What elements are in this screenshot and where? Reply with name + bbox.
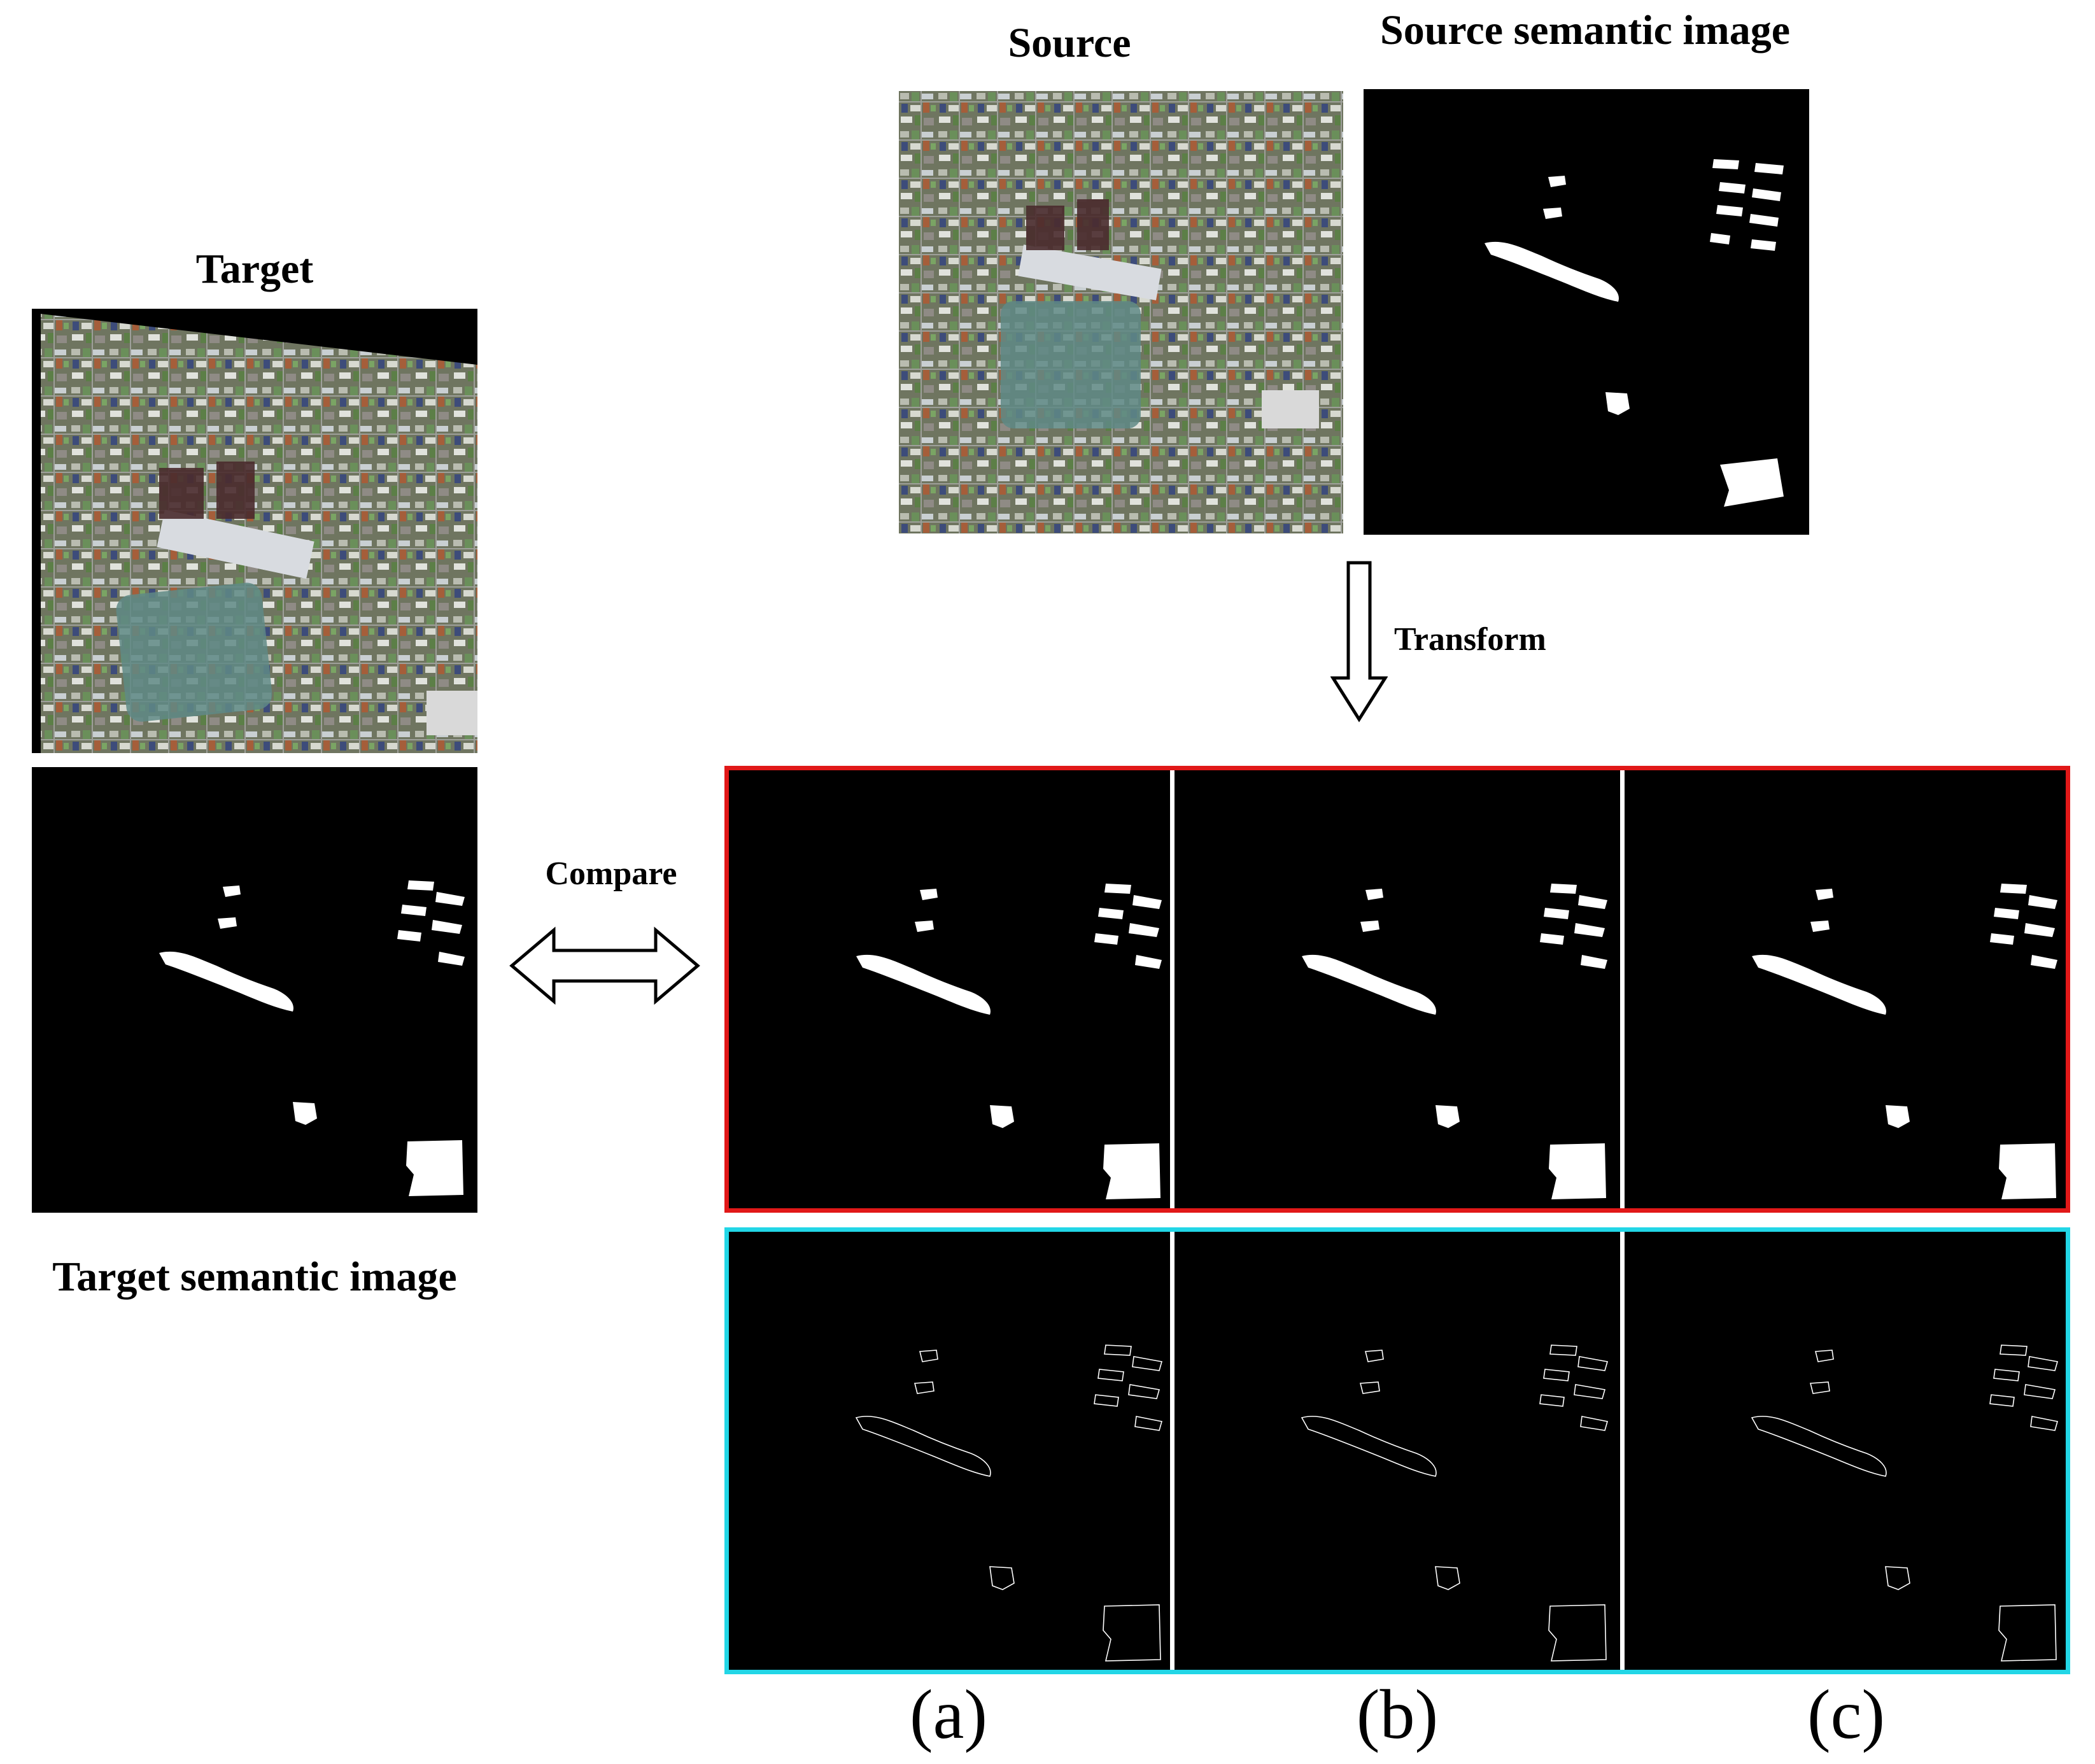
source-title: Source xyxy=(1008,20,1131,66)
source-semantic-title: Source semantic image xyxy=(1380,7,1790,53)
difference-image-a xyxy=(729,1232,1170,1670)
source-aerial-image xyxy=(899,91,1343,533)
difference-image-c xyxy=(1625,1232,2066,1670)
divider xyxy=(1620,770,1625,1208)
transformed-image-a xyxy=(729,770,1170,1208)
source-semantic-image xyxy=(1364,89,1809,535)
compare-label: Compare xyxy=(545,856,677,892)
difference-image-b xyxy=(1174,1232,1620,1670)
target-aerial-image xyxy=(32,309,477,753)
target-semantic-image xyxy=(32,767,477,1213)
target-semantic-title: Target semantic image xyxy=(52,1253,457,1300)
target-title: Target xyxy=(195,246,314,292)
panel-label-c: (c) xyxy=(1807,1676,1886,1753)
transformed-image-c xyxy=(1625,770,2066,1208)
panel-label-a: (a) xyxy=(909,1676,988,1753)
divider xyxy=(1170,1232,1174,1670)
divider xyxy=(1620,1232,1625,1670)
transform-label: Transform xyxy=(1394,621,1546,658)
double-headed-arrow-icon xyxy=(509,926,700,1006)
panel-label-b: (b) xyxy=(1356,1676,1439,1753)
down-arrow-icon xyxy=(1330,560,1388,723)
transformed-image-b xyxy=(1174,770,1620,1208)
divider xyxy=(1170,770,1174,1208)
